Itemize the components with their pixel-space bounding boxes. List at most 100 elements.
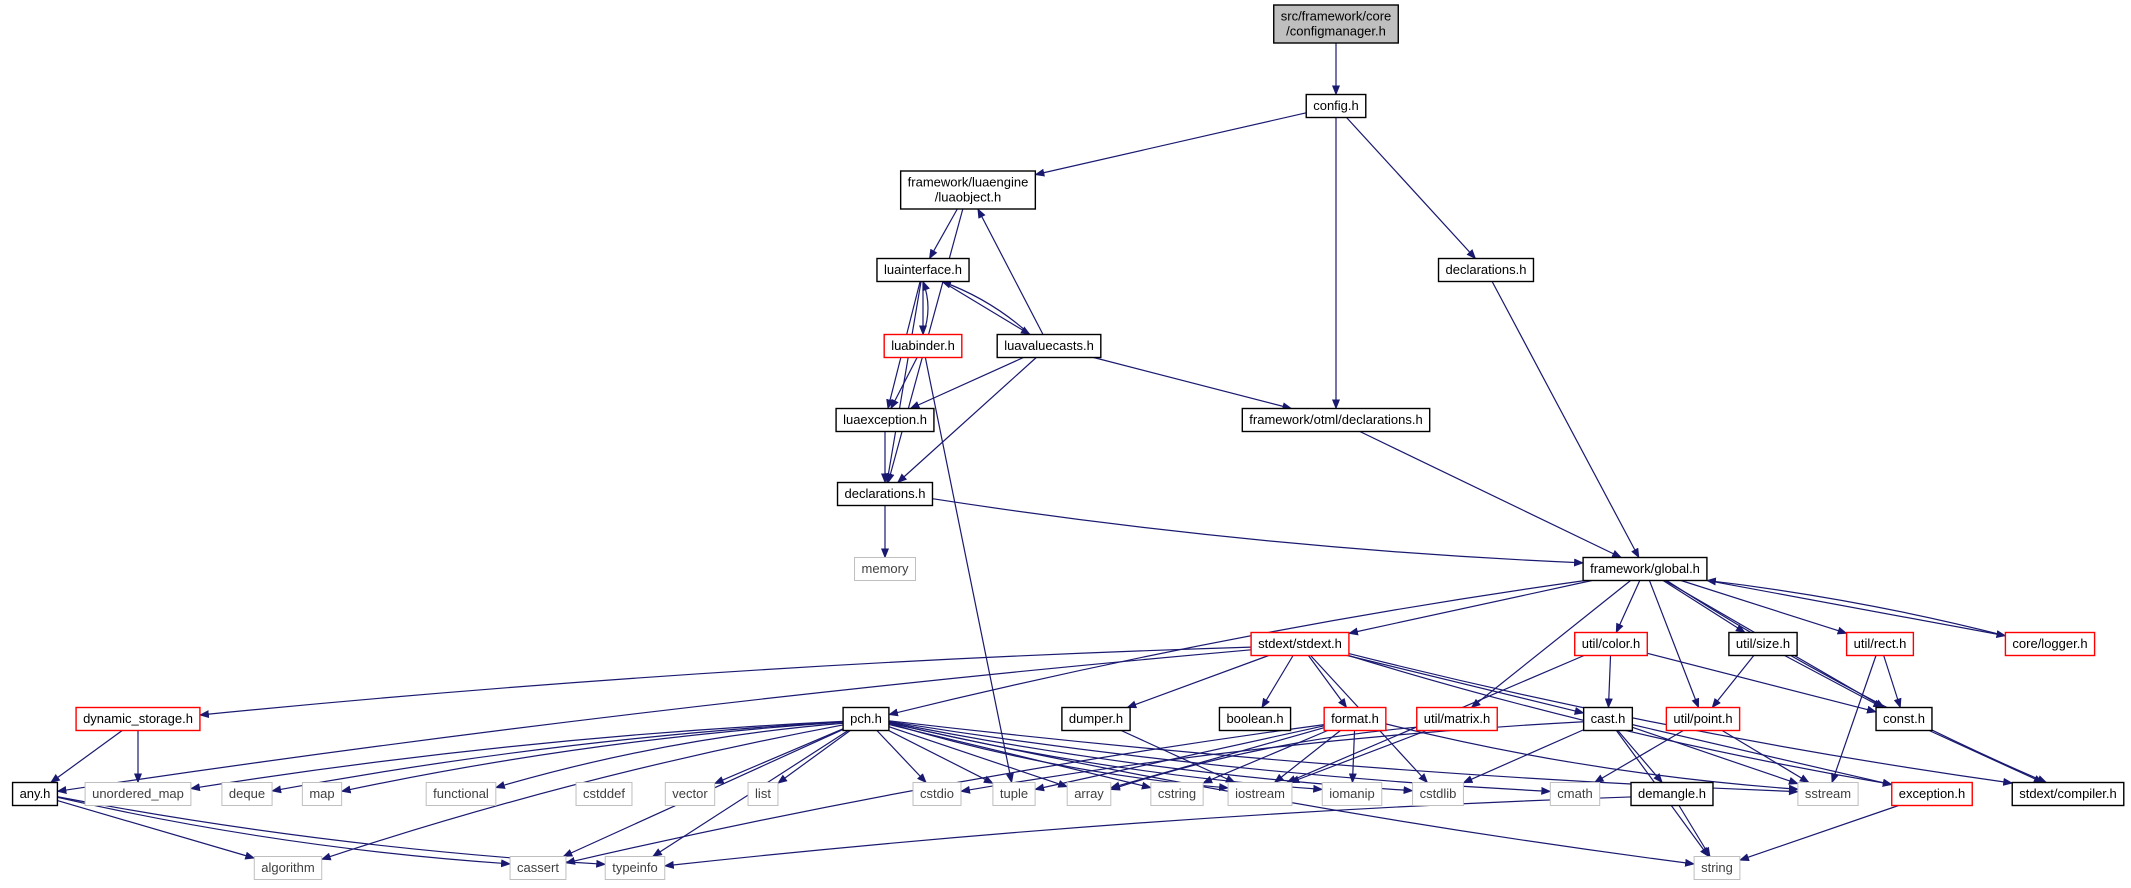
node-demangle-box (1630, 781, 1714, 807)
edge-luavaluecasts-to-luaobject (977, 208, 1044, 335)
node-cassert-label: cassert (517, 860, 559, 875)
node-any[interactable]: any.h (11, 781, 59, 807)
node-deque: deque (221, 782, 273, 806)
edge-otml_declarations-to-global (1359, 430, 1623, 559)
edge-matrix-to-iostream (1289, 729, 1428, 784)
node-size-box (1728, 631, 1798, 657)
node-vector-label: vector (672, 786, 708, 801)
edge-any-to-cassert (57, 796, 512, 868)
node-luainterface[interactable]: luainterface.h (876, 257, 970, 283)
node-iomanip: iomanip (1321, 782, 1383, 806)
node-exception[interactable]: exception.h (1891, 781, 1973, 807)
node-exception-label: exception.h (1899, 786, 1966, 801)
edge-size-to-const (1784, 654, 1884, 709)
node-format[interactable]: format.h (1323, 706, 1387, 732)
node-global[interactable]: framework/global.h (1582, 556, 1708, 582)
node-cstring-label: cstring (1158, 786, 1196, 801)
edge-pch-to-iomanip (888, 721, 1324, 793)
node-stdext-label: stdext/stdext.h (1258, 636, 1342, 651)
node-dumper-box (1061, 706, 1131, 732)
node-luabinder[interactable]: luabinder.h (883, 333, 963, 359)
node-luaexception[interactable]: luaexception.h (835, 407, 935, 433)
node-pch-label: pch.h (850, 711, 882, 726)
edge-stdext-to-format (1307, 655, 1348, 709)
edge-color-to-cast (1604, 655, 1613, 709)
node-tuple-label: tuple (1000, 786, 1028, 801)
edge-global-to-point (1648, 580, 1700, 709)
edge-color-to-const (1647, 652, 1878, 714)
node-memory-label: memory (862, 561, 909, 576)
node-cast[interactable]: cast.h (1582, 706, 1634, 732)
node-matrix[interactable]: util/matrix.h (1416, 706, 1498, 732)
node-luaobject[interactable]: framework/luaengine/luaobject.h (899, 170, 1037, 210)
node-config[interactable]: config.h (1305, 93, 1367, 119)
node-luaobject-label: framework/luaengine (908, 175, 1029, 190)
edge-format-to-iomanip (1348, 730, 1357, 784)
node-declarations_root[interactable]: declarations.h (1437, 257, 1535, 283)
node-size[interactable]: util/size.h (1728, 631, 1798, 657)
node-pch[interactable]: pch.h (842, 706, 890, 732)
node-declarations_root-box (1437, 257, 1535, 283)
node-iomanip-box (1321, 782, 1383, 806)
node-root-box (1273, 4, 1399, 44)
node-cast-box (1582, 706, 1634, 732)
node-root[interactable]: src/framework/core/configmanager.h (1273, 4, 1399, 44)
node-cast-label: cast.h (1591, 711, 1626, 726)
node-rect[interactable]: util/rect.h (1845, 631, 1915, 657)
edge-global-to-compiler (1666, 579, 2048, 784)
node-point-box (1665, 706, 1741, 732)
node-sstream-label: sstream (1805, 786, 1851, 801)
node-luavaluecasts-box (996, 333, 1102, 359)
node-lua_declarations-box (836, 481, 934, 507)
node-point[interactable]: util/point.h (1665, 706, 1741, 732)
node-cstdlib-box (1412, 782, 1464, 806)
edge-rect-to-sstream (1831, 655, 1877, 784)
node-stdext[interactable]: stdext/stdext.h (1250, 631, 1350, 657)
node-cassert-box (509, 856, 567, 880)
node-luavaluecasts[interactable]: luavaluecasts.h (996, 333, 1102, 359)
node-algorithm: algorithm (253, 856, 323, 880)
node-luainterface-box (876, 257, 970, 283)
dependency-edges (49, 43, 2048, 869)
edge-global-to-stdext (1347, 579, 1593, 636)
node-format-label: format.h (1331, 711, 1379, 726)
node-root-label: /configmanager.h (1286, 24, 1386, 39)
node-otml_declarations[interactable]: framework/otml/declarations.h (1241, 407, 1431, 433)
edge-pch-to-unordered_map (189, 720, 844, 792)
node-string-box (1693, 856, 1741, 880)
node-vector: vector (664, 782, 716, 806)
node-demangle-label: demangle.h (1638, 786, 1706, 801)
node-otml_declarations-box (1241, 407, 1431, 433)
edge-stdext-to-boolean (1261, 655, 1294, 709)
node-string-label: string (1701, 860, 1733, 875)
node-array: array (1066, 782, 1112, 806)
node-deque-label: deque (229, 786, 265, 801)
node-compiler[interactable]: stdext/compiler.h (2011, 781, 2125, 807)
node-any-label: any.h (20, 786, 51, 801)
edge-luavaluecasts-to-lua_declarations (897, 357, 1037, 484)
node-demangle[interactable]: demangle.h (1630, 781, 1714, 807)
node-pch-box (842, 706, 890, 732)
node-lua_declarations-label: declarations.h (845, 486, 926, 501)
node-global-label: framework/global.h (1590, 561, 1700, 576)
node-point-label: util/point.h (1673, 711, 1732, 726)
node-lua_declarations[interactable]: declarations.h (836, 481, 934, 507)
edge-global-to-rect (1680, 579, 1848, 635)
file-nodes: src/framework/core/configmanager.h config… (11, 4, 2125, 880)
node-dynamic_storage-box (75, 706, 201, 732)
edge-pch-to-array (888, 726, 1069, 788)
node-dynamic_storage[interactable]: dynamic_storage.h (75, 706, 201, 732)
node-string: string (1693, 856, 1741, 880)
node-luaobject-label: /luaobject.h (935, 190, 1002, 205)
node-iostream: iostream (1227, 782, 1293, 806)
node-tuple: tuple (992, 782, 1036, 806)
node-boolean[interactable]: boolean.h (1218, 706, 1292, 732)
node-array-label: array (1074, 786, 1104, 801)
node-dumper[interactable]: dumper.h (1061, 706, 1131, 732)
edge-global-to-size (1662, 579, 1746, 634)
edge-pch-to-deque (271, 721, 844, 794)
node-rect-box (1845, 631, 1915, 657)
node-logger[interactable]: core/logger.h (2004, 631, 2096, 657)
node-const[interactable]: const.h (1875, 706, 1933, 732)
node-color[interactable]: util/color.h (1574, 631, 1648, 657)
